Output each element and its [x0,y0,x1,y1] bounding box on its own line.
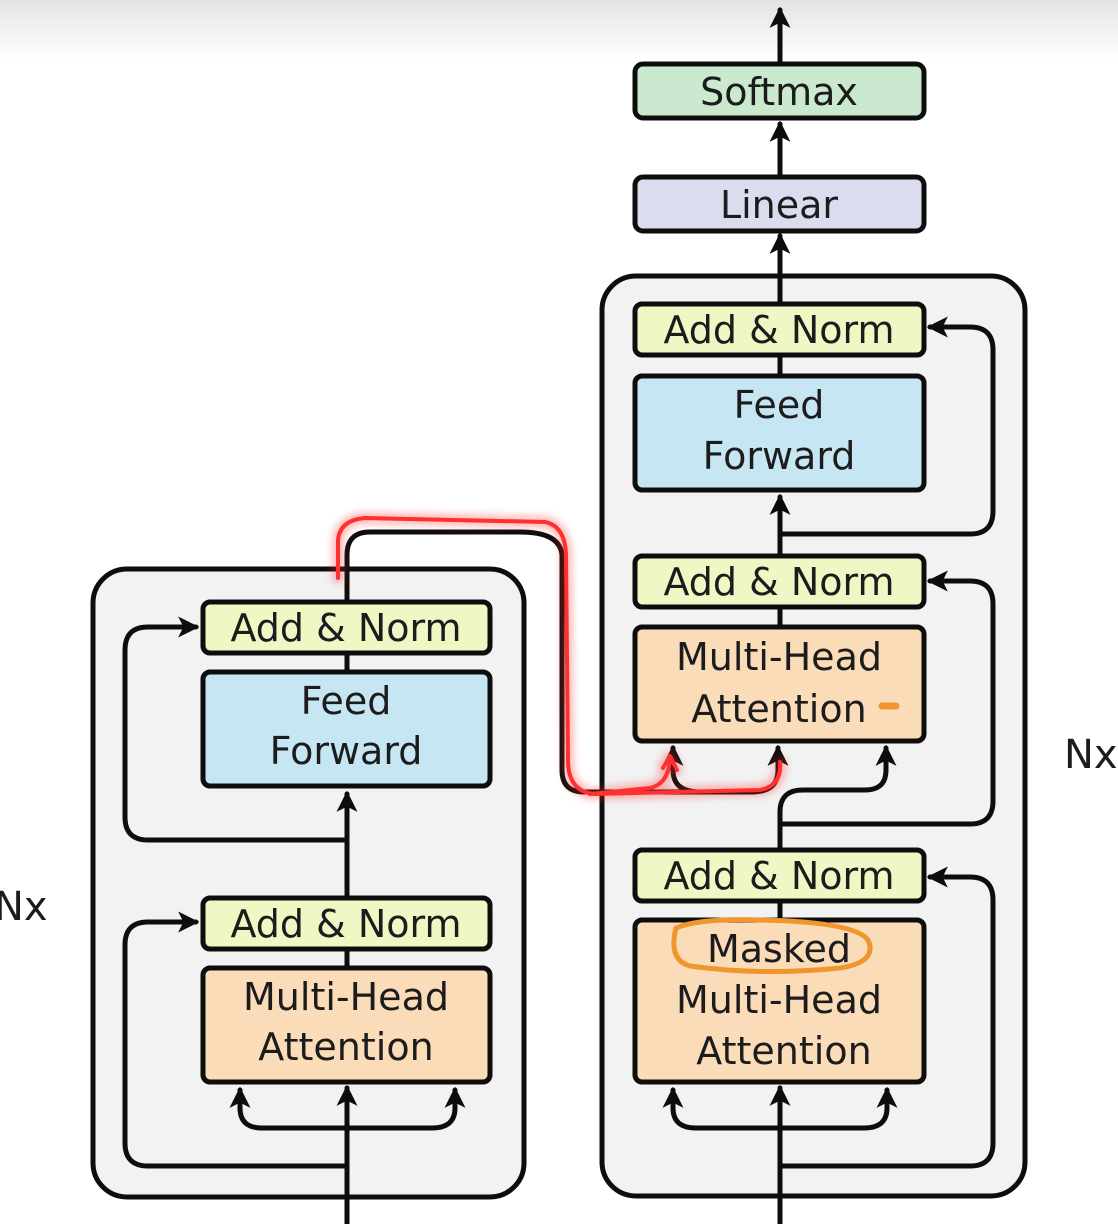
encoder-add-norm-bottom-label: Add & Norm [230,902,461,946]
orange-circle-annotation [671,702,900,975]
decoder-residual-2 [777,570,996,827]
linear-box [632,174,927,234]
decoder-feed-forward-label-1: Feed [734,383,825,427]
decoder-add-norm-bottom-label: Add & Norm [663,854,894,898]
encoder-feed-forward-label-1: Feed [301,679,392,723]
decoder-repeat-label: Nx [1064,732,1118,778]
decoder-query-to-cross [777,744,897,855]
encoder-residual-2 [122,616,350,843]
encoder-value-arrow [344,1086,466,1131]
decoder-cross-attention-label-1: Multi-Head [676,635,882,679]
encoder-panel [90,566,527,1200]
decoder-feed-forward [632,373,927,493]
softmax-label: Softmax [700,70,858,114]
decoder-query-arrow [662,1086,783,1131]
linear-label: Linear [720,183,838,227]
encoder-feed-forward-label-2: Forward [270,729,423,773]
encoder-attention-label-2: Attention [258,1025,433,1069]
encoder-add-norm-top [200,599,493,656]
decoder-cross-attention-label-2: Attention [691,687,866,731]
decoder-add-norm-mid-label: Add & Norm [663,560,894,604]
top-shadow [0,0,1118,60]
decoder-residual-3 [777,316,996,537]
decoder-cross-attention [632,624,927,744]
decoder-value-arrow [777,1086,898,1131]
decoder-masked-attention-label-2: Multi-Head [676,978,882,1022]
encoder-feed-forward [200,669,493,789]
orange-circle-stroke [671,917,873,975]
decoder-masked-attention-label-1: Masked [707,927,851,971]
encoder-multi-head-attention [200,965,493,1085]
encoder-repeat-label: Nx [0,884,48,930]
encoder-stack: Add & Norm Feed Forward Add & Norm Multi… [0,529,565,1224]
encoder-output-wire [344,529,565,605]
decoder-add-norm-top-label: Add & Norm [663,308,894,352]
decoder-add-norm-top [632,301,927,358]
red-highlight-annotation [332,512,786,800]
decoder-add-norm-mid [632,553,927,610]
softmax-box [632,61,927,121]
decoder-residual-1 [777,866,996,1169]
red-highlight-stroke [336,516,783,796]
decoder-add-norm-bottom [632,847,927,904]
encoder-residual-1 [122,911,350,1169]
decoder-masked-attention-label-3: Attention [696,1029,871,1073]
encoder-add-norm-top-label: Add & Norm [230,606,461,650]
encoder-query-arrow [229,1086,350,1131]
encoder-add-norm-bottom [200,895,493,952]
decoder-feed-forward-label-2: Forward [703,434,856,478]
encoder-attention-label-1: Multi-Head [243,975,449,1019]
decoder-stack: Softmax Linear Add & Norm Feed Forward A… [559,6,1118,1224]
